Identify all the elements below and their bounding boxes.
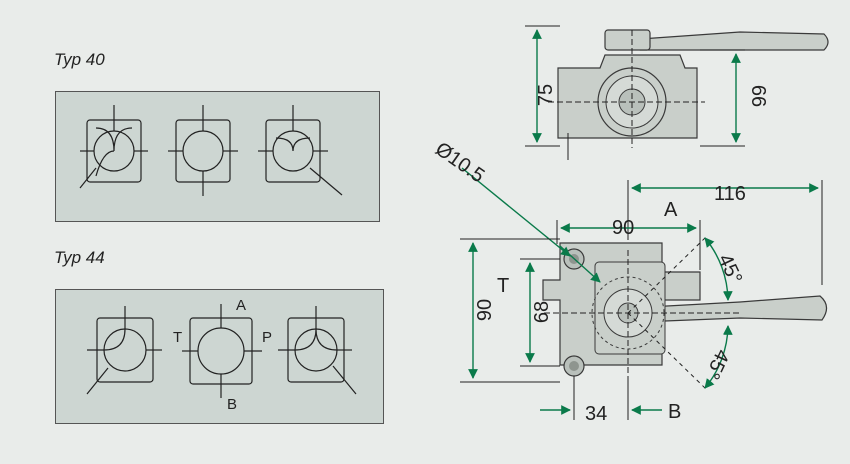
dim-angle-upper: 45° bbox=[713, 251, 746, 288]
dim-height: 90 bbox=[474, 299, 496, 321]
dim-hole-diameter: Ø10.5 bbox=[431, 138, 488, 187]
dim-width: 90 bbox=[612, 217, 634, 239]
dim-port-t: T bbox=[497, 275, 509, 297]
typ44-port-p: P bbox=[262, 329, 272, 346]
dim-port-a: A bbox=[664, 199, 678, 221]
dim-hole-spacing: 68 bbox=[531, 301, 553, 323]
dimension-lines bbox=[460, 25, 823, 420]
typ40-symbol-2 bbox=[168, 105, 238, 196]
typ44-symbol-2 bbox=[182, 304, 262, 398]
typ44-port-b: B bbox=[227, 396, 237, 413]
typ44-symbol-3 bbox=[278, 306, 357, 395]
typ44-symbol-1 bbox=[86, 306, 162, 395]
typ44-label: Typ 44 bbox=[54, 248, 105, 267]
valve-top-view bbox=[548, 29, 829, 160]
typ44-port-a: A bbox=[236, 297, 246, 314]
dim-top-axis-height: 66 bbox=[747, 85, 769, 107]
dim-angle-lower: 45° bbox=[701, 346, 734, 383]
typ40-symbol-3 bbox=[258, 105, 343, 196]
typ40-symbol-1 bbox=[79, 105, 148, 189]
typ44-port-t: T bbox=[173, 329, 182, 346]
valve-front-view bbox=[542, 236, 828, 420]
typ40-label: Typ 40 bbox=[54, 50, 105, 69]
dim-offset: 34 bbox=[585, 403, 607, 425]
dim-handle-reach: 116 bbox=[714, 183, 746, 205]
dim-port-b: B bbox=[668, 401, 681, 423]
dim-top-height: 75 bbox=[535, 84, 557, 106]
